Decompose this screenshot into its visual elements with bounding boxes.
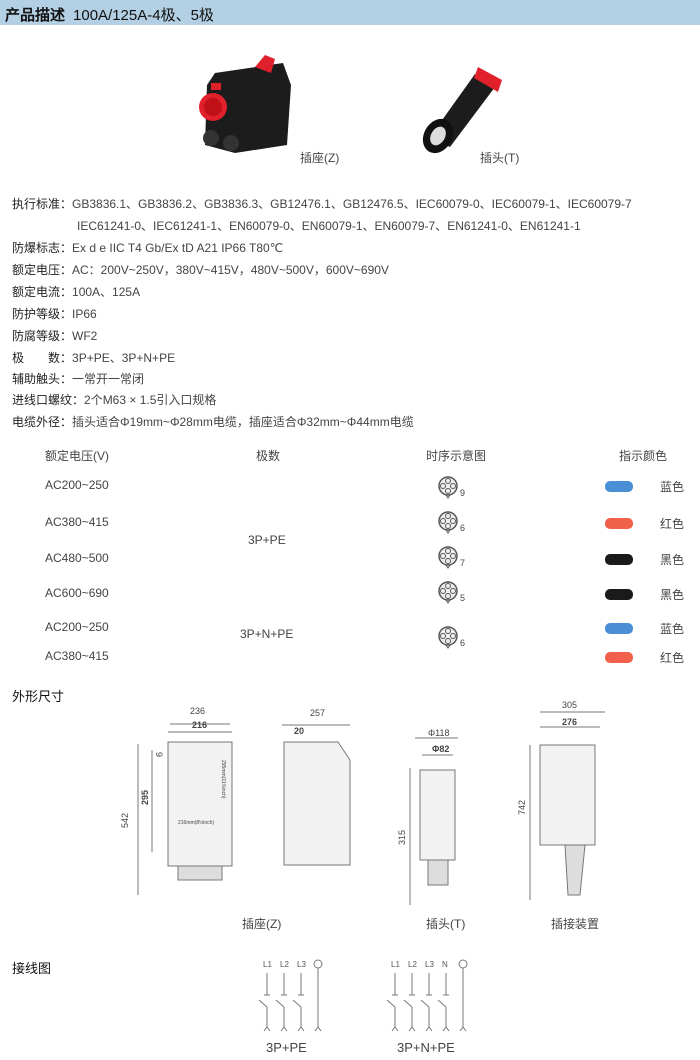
- spec-voltage: 额定电压：AC：200V~250V，380V~415V，480V~500V，60…: [12, 263, 389, 277]
- socket-caption: 插座(Z): [300, 151, 340, 165]
- svg-text:315: 315: [397, 830, 407, 845]
- row-voltage: AC600~690: [45, 586, 109, 600]
- row-voltage: AC380~415: [45, 515, 109, 529]
- color-swatch: [605, 481, 633, 492]
- svg-text:9: 9: [154, 752, 164, 757]
- th-voltage: 额定电压(V): [45, 449, 109, 463]
- svg-text:20: 20: [294, 726, 304, 736]
- plug-caption: 插头(T): [480, 151, 520, 165]
- wiring-caption-2: 3P+N+PE: [397, 1040, 455, 1055]
- wire-label: L1: [263, 960, 272, 969]
- clock-position: 6: [460, 638, 466, 648]
- spec-thread: 进线口螺纹：2个M63 × 1.5引入口规格: [12, 393, 217, 407]
- svg-text:Φ118: Φ118: [428, 728, 450, 738]
- wire-label: L3: [425, 960, 434, 969]
- wire-label: L2: [280, 960, 289, 969]
- poles-3p-pe: 3P+PE: [248, 533, 286, 547]
- svg-text:276: 276: [562, 717, 577, 727]
- header-title: 产品描述: [5, 7, 66, 24]
- row-voltage: AC380~415: [45, 649, 109, 663]
- row-voltage: AC200~250: [45, 620, 109, 634]
- color-swatch: [605, 554, 633, 565]
- clock-position: 5: [460, 593, 466, 603]
- color-swatch: [605, 623, 633, 634]
- row-color: 黑色: [660, 553, 685, 567]
- dim-socket-236: 236: [190, 706, 205, 716]
- color-swatch: [605, 652, 633, 663]
- wire-label: L3: [297, 960, 306, 969]
- spec-aux-contact: 辅助触头：一常开一常闭: [12, 372, 145, 386]
- spec-anticorrosion: 防腐等级：WF2: [12, 329, 98, 343]
- th-clock: 时序示意图: [426, 449, 487, 463]
- row-color: 黑色: [660, 588, 685, 602]
- color-swatch: [605, 589, 633, 600]
- row-voltage: AC480~500: [45, 551, 109, 565]
- spec-protection: 防护等级：IP66: [12, 307, 97, 321]
- clock-diagram-icon: [438, 511, 458, 534]
- svg-text:216: 216: [192, 720, 207, 730]
- spec-cable: 电缆外径：插头适合Φ19mm~Φ28mm电缆，插座适合Φ32mm~Φ44mm电缆: [12, 415, 414, 429]
- wiring-caption-1: 3P+PE: [266, 1040, 307, 1055]
- svg-text:295: 295: [140, 790, 150, 805]
- wiring-diagrams: L1 L2 L3 L1 L2 L3 N: [258, 959, 468, 1032]
- spec-standards-cont: IEC61241-0、IEC61241-1、EN60079-0、EN60079-…: [77, 219, 581, 233]
- wire-label: L1: [391, 960, 400, 969]
- spec-current: 额定电流：100A、125A: [12, 285, 141, 299]
- svg-text:216mm(8½inch): 216mm(8½inch): [178, 819, 214, 826]
- spec-ex-marking: 防爆标志：Ex d e IIC T4 Gb/Ex tD A21 IP66 T80…: [12, 241, 284, 255]
- plug-photo: [422, 67, 502, 154]
- clock-diagram-icon: [438, 626, 458, 649]
- clock-position: 6: [460, 523, 466, 533]
- svg-text:Φ82: Φ82: [432, 744, 449, 754]
- clock-diagram-icon: [438, 581, 458, 604]
- spec-poles: 极 数：3P+PE、3P+N+PE: [12, 351, 176, 365]
- svg-text:305: 305: [562, 700, 577, 710]
- dim-caption-assembly: 插接装置: [551, 917, 600, 931]
- section-header: 产品描述 100A/125A-4极、5极: [0, 0, 700, 25]
- wire-label: N: [442, 960, 448, 969]
- wiring-title: 接线图: [12, 961, 52, 976]
- row-color: 蓝色: [660, 480, 685, 494]
- th-poles: 极数: [256, 449, 281, 463]
- header-subtitle: 100A/125A-4极、5极: [73, 7, 214, 24]
- poles-3p-n-pe: 3P+N+PE: [240, 627, 294, 641]
- svg-text:542: 542: [120, 813, 130, 828]
- clock-diagram-icon: [438, 546, 458, 569]
- dim-caption-plug: 插头(T): [426, 917, 466, 931]
- dimension-drawings: 236 216 542 295 9 216mm(8½inch) 295mm(11…: [120, 700, 605, 905]
- wire-label: L2: [408, 960, 417, 969]
- dim-caption-socket: 插座(Z): [242, 917, 282, 931]
- ground-icon: [313, 959, 323, 1032]
- ground-icon: [458, 959, 468, 1032]
- svg-text:742: 742: [517, 800, 527, 815]
- clock-diagram-icon: [438, 476, 458, 499]
- row-color: 红色: [660, 517, 685, 531]
- th-color: 指示颜色: [619, 449, 668, 463]
- color-swatch: [605, 518, 633, 529]
- row-color: 红色: [660, 651, 685, 665]
- row-voltage: AC200~250: [45, 478, 109, 492]
- socket-photo: [199, 55, 291, 153]
- svg-text:295mm(11⅝inch): 295mm(11⅝inch): [220, 760, 226, 799]
- dimensions-title: 外形尺寸: [12, 689, 65, 704]
- spec-standards: 执行标准：GB3836.1、GB3836.2、GB3836.3、GB12476.…: [12, 197, 632, 211]
- clock-position: 9: [460, 488, 466, 498]
- row-color: 蓝色: [660, 622, 685, 636]
- svg-text:257: 257: [310, 708, 325, 718]
- clock-position: 7: [460, 558, 466, 568]
